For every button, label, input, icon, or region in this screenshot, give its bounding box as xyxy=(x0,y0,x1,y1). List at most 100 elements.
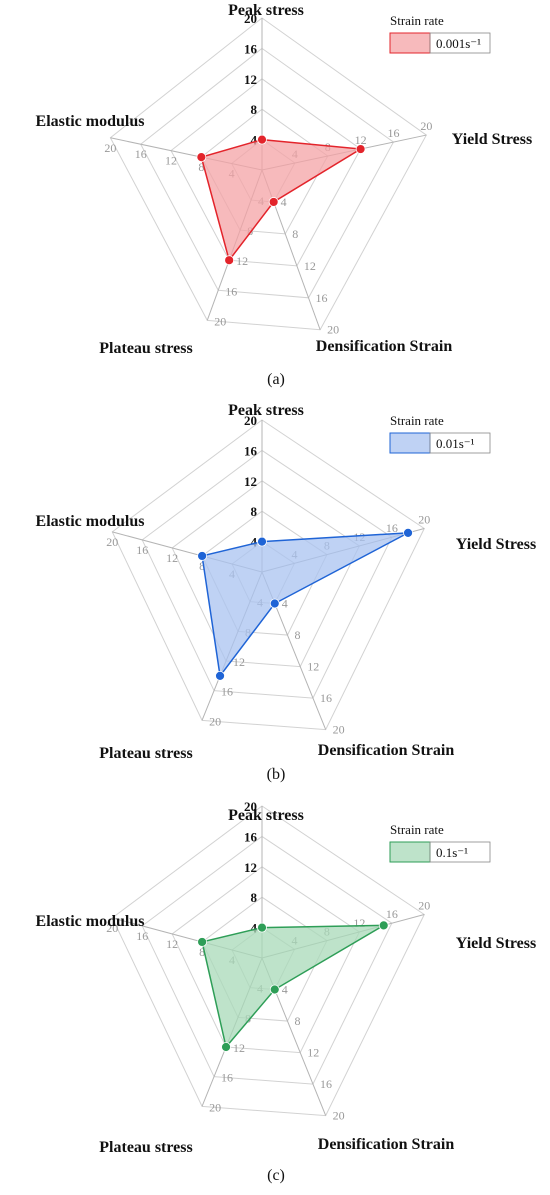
panel-label: (c) xyxy=(267,1167,285,1184)
axis-name: Yield Stress xyxy=(456,536,536,553)
tick-label: 12 xyxy=(166,937,178,951)
legend-label: 0.01s⁻¹ xyxy=(436,436,475,451)
data-point xyxy=(257,536,267,547)
legend-swatch xyxy=(389,432,431,454)
tick-label: 12 xyxy=(244,72,257,87)
data-point xyxy=(269,598,280,609)
axis-name: Plateau stress xyxy=(99,745,192,762)
data-point xyxy=(215,670,225,681)
tick-label: 16 xyxy=(316,291,328,305)
tick-label: 12 xyxy=(304,259,316,273)
axis-name: Yield Stress xyxy=(456,935,536,952)
radar-panel-3: 4812162048121620481216204812162048121620… xyxy=(36,799,537,1184)
tick-label: 12 xyxy=(244,860,257,875)
legend-swatch xyxy=(389,841,431,863)
radar-panel-2: 4812162048121620481216204812162048121620… xyxy=(36,402,537,783)
data-point xyxy=(378,920,389,931)
grid-ring xyxy=(140,47,395,299)
tick-label: 8 xyxy=(251,890,258,905)
legend-label: 0.001s⁻¹ xyxy=(436,36,481,51)
tick-label: 20 xyxy=(333,1109,345,1123)
tick-label: 16 xyxy=(135,147,147,161)
panel-label: (a) xyxy=(267,371,285,388)
tick-label: 4 xyxy=(251,535,258,550)
axis-name: Plateau stress xyxy=(99,340,192,357)
data-point xyxy=(221,1042,231,1052)
tick-label: 16 xyxy=(221,685,233,699)
tick-label: 20 xyxy=(244,413,257,428)
data-point xyxy=(196,152,207,163)
tick-label: 8 xyxy=(251,504,258,519)
tick-label: 20 xyxy=(209,714,221,728)
tick-label: 20 xyxy=(327,323,339,337)
tick-label: 20 xyxy=(420,119,432,133)
tick-label: 8 xyxy=(251,102,258,117)
tick-label: 20 xyxy=(333,723,345,737)
grid-ring xyxy=(141,835,393,1085)
data-point xyxy=(269,984,280,995)
tick-label: 20 xyxy=(209,1100,221,1114)
legend-box xyxy=(429,32,491,54)
tick-label: 12 xyxy=(355,133,367,147)
data-point xyxy=(257,134,267,145)
legend-title: Strain rate xyxy=(390,822,444,837)
axis-name: Peak stress xyxy=(228,402,304,419)
tick-label: 8 xyxy=(199,559,205,573)
tick-label: 4 xyxy=(282,983,288,997)
axis-name: Elastic modulus xyxy=(36,113,145,130)
tick-label: 8 xyxy=(294,1014,300,1028)
axis-name: Densification Strain xyxy=(318,1136,455,1153)
axis-name: Densification Strain xyxy=(318,742,455,759)
series-area xyxy=(201,924,387,1049)
tick-label: 4 xyxy=(282,597,288,611)
data-point xyxy=(257,922,267,933)
tick-label: 8 xyxy=(292,227,298,241)
legend: Strain rate 0.01s⁻¹ xyxy=(389,413,491,454)
tick-label: 20 xyxy=(418,513,430,527)
tick-label: 20 xyxy=(106,921,118,935)
tick-label: 16 xyxy=(136,543,148,557)
legend-title: Strain rate xyxy=(390,13,444,28)
tick-label: 16 xyxy=(387,126,399,140)
legend-box xyxy=(429,432,491,454)
tick-label: 20 xyxy=(104,141,116,155)
data-point xyxy=(197,937,208,947)
tick-label: 16 xyxy=(244,829,258,844)
tick-label: 12 xyxy=(165,154,177,168)
data-point xyxy=(403,527,413,538)
axis-name: Elastic modulus xyxy=(36,913,145,930)
axis-name: Plateau stress xyxy=(99,1139,192,1156)
axis-name: Densification Strain xyxy=(316,338,453,355)
grid-ring xyxy=(171,480,361,668)
tick-label: 12 xyxy=(233,655,245,669)
legend-label: 0.1s⁻¹ xyxy=(436,845,468,860)
tick-label: 16 xyxy=(136,929,148,943)
series-area xyxy=(200,138,363,262)
tick-label: 16 xyxy=(244,41,258,56)
tick-label: 4 xyxy=(251,921,258,936)
panel-label: (b) xyxy=(267,766,286,783)
tick-label: 20 xyxy=(244,799,257,814)
legend: Strain rate 0.001s⁻¹ xyxy=(389,13,491,54)
legend-title: Strain rate xyxy=(390,413,444,428)
tick-label: 20 xyxy=(214,314,226,328)
tick-label: 8 xyxy=(198,160,204,174)
tick-label: 4 xyxy=(251,133,258,148)
legend-swatch xyxy=(389,32,431,54)
grid-ring xyxy=(171,866,361,1054)
axis-name: Peak stress xyxy=(228,2,304,19)
tick-label: 16 xyxy=(320,691,332,705)
tick-label: 20 xyxy=(244,11,257,26)
tick-label: 4 xyxy=(281,195,287,209)
grid-ring xyxy=(141,449,393,699)
grid-ring xyxy=(111,805,425,1117)
tick-label: 12 xyxy=(233,1041,245,1055)
grid-ring xyxy=(109,17,427,331)
tick-label: 16 xyxy=(225,284,237,298)
tick-label: 16 xyxy=(221,1071,233,1085)
legend-box xyxy=(429,841,491,863)
data-point xyxy=(224,255,235,266)
axis-name: Yield Stress xyxy=(452,131,532,148)
tick-label: 16 xyxy=(320,1077,332,1091)
